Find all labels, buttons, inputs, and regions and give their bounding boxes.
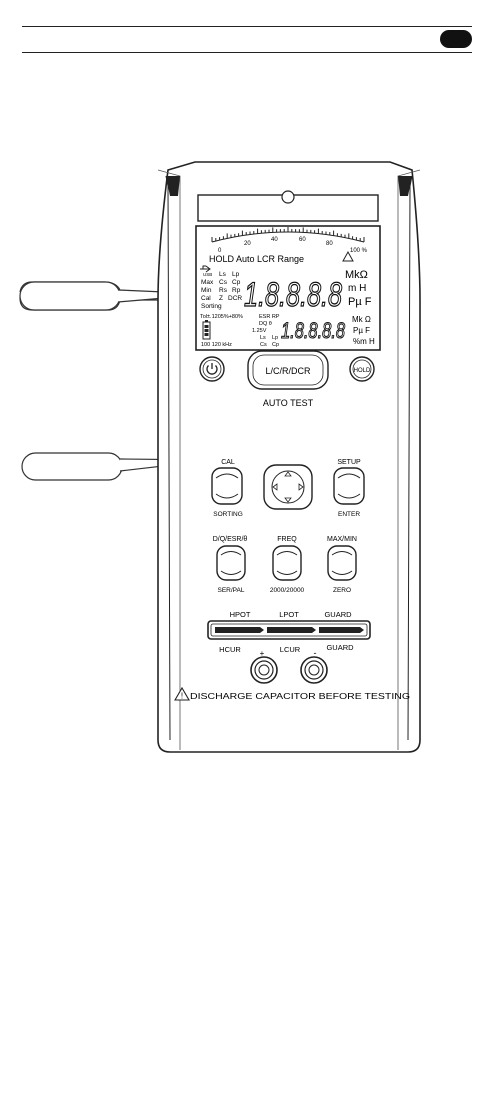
unit-p-f: Pµ F	[348, 296, 372, 308]
guard-socket[interactable]	[319, 627, 364, 633]
lcr-dcr-label: L/C/R/DCR	[265, 366, 311, 376]
lcd-voltage: 1.25V	[252, 328, 267, 334]
nav-right-icon[interactable]	[298, 483, 304, 491]
lcd-cp2: Cp	[272, 342, 279, 348]
maxmin-label: MAX/MIN	[327, 536, 357, 543]
setup-label: SETUP	[337, 459, 361, 466]
lpot-label: LPOT	[279, 610, 299, 619]
lcd-display: 0 20 40 60 80 100 % HOLD Auto LCR Range …	[195, 225, 381, 351]
lcd-ls: Ls	[219, 271, 227, 278]
lcd-rs: Rs	[219, 287, 228, 294]
cal-sorting-button[interactable]	[211, 467, 243, 505]
freq-button[interactable]	[272, 545, 302, 581]
bargraph-labels: 0 20 40 60 80 100 %	[218, 237, 368, 254]
lcd-frequency: 100 120 kHz	[201, 342, 232, 348]
nav-up-icon[interactable]	[284, 471, 292, 477]
unit-mk-ohm: MkΩ	[345, 269, 368, 281]
guard-bottom-label: GUARD	[326, 643, 354, 652]
top-indicator-led	[281, 190, 295, 204]
auto-test-label: AUTO TEST	[263, 398, 314, 408]
bargraph-ticks	[211, 227, 365, 242]
zero-label: ZERO	[333, 587, 351, 594]
freq-label: FREQ	[277, 536, 297, 543]
setup-enter-button[interactable]	[333, 467, 365, 505]
lcd-esr-rp: ESR RP	[259, 314, 280, 320]
header-rule-top	[22, 26, 472, 27]
lcd-sorting: Sorting	[201, 303, 222, 310]
lcr-dcr-button[interactable]: L/C/R/DCR	[247, 350, 329, 390]
lcd-tolerance: Tol±.1205%+80%	[200, 314, 243, 320]
lcd-z: Z	[219, 295, 223, 302]
unit2-mk-ohm: Mk Ω	[352, 315, 371, 324]
discharge-warning: DISCHARGE CAPACITOR BEFORE TESTING	[190, 691, 410, 701]
enter-label: ENTER	[338, 511, 360, 518]
freq-values-label: 2000/20000	[270, 587, 305, 594]
nav-down-icon[interactable]	[284, 497, 292, 503]
scale-tick-40: 40	[271, 237, 278, 243]
hold-label: HOLD	[354, 368, 371, 374]
navigation-pad[interactable]	[263, 464, 313, 510]
unit-m-h: m H	[348, 283, 366, 294]
lcd-dq: DQ θ	[259, 321, 272, 327]
serpal-label: SER/PAL	[218, 587, 245, 594]
language-tab-marker	[440, 30, 472, 48]
lcd-cs: Cs	[219, 279, 228, 286]
scale-tick-100: 100 %	[350, 248, 368, 254]
unit2-p-f: Pµ F	[353, 326, 370, 335]
plus-label: +	[260, 649, 265, 658]
usb-label: USB	[203, 272, 212, 277]
usb-icon	[200, 265, 211, 273]
power-icon	[206, 363, 218, 375]
scale-tick-80: 80	[326, 241, 333, 247]
lcd-ls2: Ls	[260, 335, 266, 341]
lpot-socket[interactable]	[267, 627, 316, 633]
hold-button[interactable]: HOLD	[349, 356, 375, 382]
hcur-jack[interactable]	[250, 656, 278, 684]
warning-icon	[174, 686, 190, 701]
lcd-cal: Cal	[201, 295, 211, 302]
lcd-primary-digits: 1.8.8.8.8	[244, 276, 342, 314]
lcd-status-line: HOLD Auto LCR Range	[209, 254, 304, 264]
dqesr-serpal-button[interactable]	[216, 545, 246, 581]
power-button[interactable]	[199, 356, 225, 382]
warning-exclamation: !	[181, 692, 183, 701]
lcd-dcr: DCR	[228, 295, 242, 302]
lcd-cs2: Cs	[260, 342, 267, 348]
guard-top-label: GUARD	[324, 610, 352, 619]
cal-label: CAL	[221, 459, 235, 466]
battery-icon	[202, 320, 211, 340]
lcd-max: Max	[201, 279, 214, 286]
scale-tick-60: 60	[299, 237, 306, 243]
warning-triangle-icon	[342, 250, 354, 262]
lcd-left-labels: Max Min Cal Sorting Ls Lp Cs Cp Rs Rp Z …	[201, 271, 242, 310]
maxmin-zero-button[interactable]	[327, 545, 357, 581]
hpot-socket[interactable]	[215, 627, 264, 633]
scale-tick-0: 0	[218, 248, 222, 254]
hpot-label: HPOT	[230, 610, 251, 619]
lcd-rp: Rp	[232, 287, 241, 294]
hcur-label: HCUR	[219, 645, 241, 654]
nav-left-icon[interactable]	[272, 483, 278, 491]
lcd-secondary-digits: 1.8.8.8.8	[281, 318, 346, 343]
header-rule-bottom	[22, 52, 472, 53]
unit2-pct-h: %m H	[353, 337, 375, 346]
lcd-cp: Cp	[232, 279, 241, 286]
minus-label: -	[314, 648, 317, 658]
lcur-label: LCUR	[280, 645, 301, 654]
scale-tick-20: 20	[244, 241, 251, 247]
lcd-lp: Lp	[232, 271, 240, 278]
dqesr-label: D/Q/ESR/θ	[213, 536, 248, 543]
sorting-label: SORTING	[213, 511, 243, 518]
lcd-min: Min	[201, 287, 212, 294]
lcur-jack[interactable]	[300, 656, 328, 684]
lcd-lp2: Lp	[272, 335, 278, 341]
